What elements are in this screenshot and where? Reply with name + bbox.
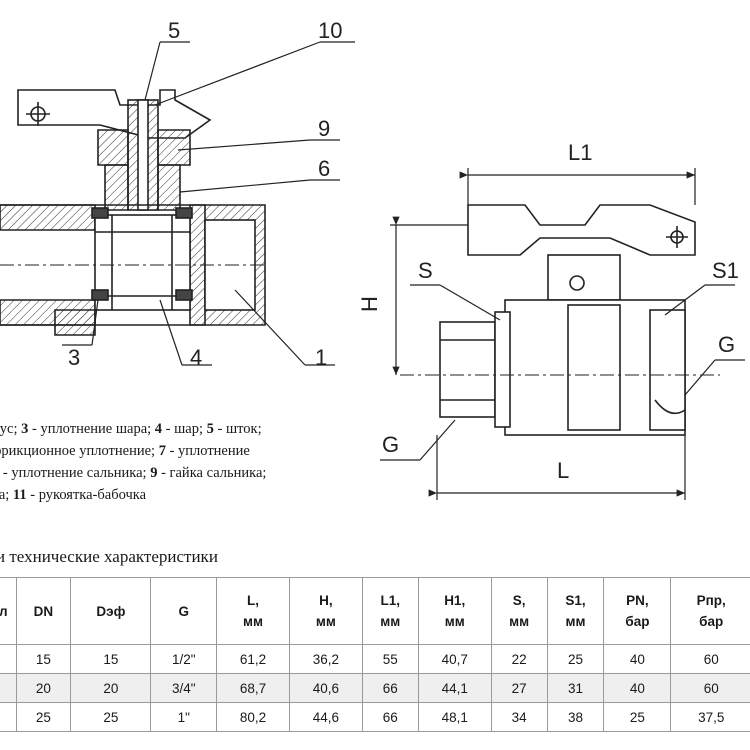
table-header-cell: DN <box>15 577 72 645</box>
table-cell: 27 <box>490 673 548 703</box>
callout-6: 6 <box>318 156 330 181</box>
dim-h: H <box>357 296 382 312</box>
table-cell: 44,1 <box>417 673 492 703</box>
table-cell: 31 <box>546 673 605 703</box>
table-cell: 15 <box>15 644 72 674</box>
table-header-cell: H1,мм <box>417 577 492 645</box>
dim-g-left: G <box>382 432 399 457</box>
table-cell: 40 <box>603 644 672 674</box>
table-cell: 37,5 <box>670 702 750 732</box>
table-cell: 34 <box>490 702 548 732</box>
table-cell: 3/4" <box>150 673 218 703</box>
table-caption: и технические характеристики <box>0 547 218 566</box>
table-cell: 61,2 <box>216 644 290 674</box>
callout-3: 3 <box>68 345 80 370</box>
table-cell: 66 <box>361 673 419 703</box>
table-cell: 25 <box>546 644 605 674</box>
table-cell: 20 <box>15 673 72 703</box>
table-cell: 15 <box>70 644 152 674</box>
table-cell <box>0 644 17 674</box>
legend-line-2: фрикционное уплотнение; 7 - уплотнение <box>0 443 250 459</box>
table-header-cell: Pпр,бар <box>670 577 750 645</box>
table-cell: 40,6 <box>288 673 363 703</box>
ball <box>94 214 191 311</box>
table-cell: 44,6 <box>288 702 363 732</box>
table-cell: 25 <box>15 702 72 732</box>
callout-5: 5 <box>168 18 180 43</box>
table-cell: 40,7 <box>417 644 492 674</box>
table-cell: 66 <box>361 702 419 732</box>
table-cell: 25 <box>603 702 672 732</box>
table-header-cell: PN,бар <box>603 577 672 645</box>
table-cell <box>0 702 17 732</box>
external-view <box>439 204 696 436</box>
callout-9: 9 <box>318 116 330 141</box>
callout-10: 10 <box>318 18 342 43</box>
table-cell: 68,7 <box>216 673 290 703</box>
dim-l: L <box>557 458 569 483</box>
legend-line-4: ка; 11 - рукоятка-бабочка <box>0 487 147 503</box>
dim-s: S <box>418 258 433 283</box>
callout-1: 1 <box>315 345 327 370</box>
callout-leaders-left <box>62 41 355 366</box>
table-header-cell: S,мм <box>490 577 548 645</box>
table-header-cell: L,мм <box>216 577 290 645</box>
legend-line-1: пус; 3 - уплотнение шара; 4 - шар; 5 - ш… <box>0 421 262 437</box>
dim-g-right: G <box>718 332 735 357</box>
table-cell: 1/2" <box>150 644 218 674</box>
table-header-cell: L1,мм <box>361 577 419 645</box>
table-cell: 60 <box>670 644 750 674</box>
table-cell: 20 <box>70 673 152 703</box>
parts-legend: пус; 3 - уплотнение шара; 4 - шар; 5 - ш… <box>0 418 360 506</box>
table-header-cell: л <box>0 577 17 645</box>
table-cell: 48,1 <box>417 702 492 732</box>
table-cell: 1" <box>150 702 218 732</box>
table-cell: 25 <box>70 702 152 732</box>
table-cell: 60 <box>670 673 750 703</box>
dim-l1: L1 <box>568 140 592 165</box>
table-cell: 38 <box>546 702 605 732</box>
table-header-cell: G <box>150 577 218 645</box>
technical-drawing: 5 10 9 6 3 4 1 <box>0 18 745 500</box>
table-cell <box>0 673 17 703</box>
table-cell: 55 <box>361 644 419 674</box>
table-cell: 80,2 <box>216 702 290 732</box>
table-header-cell: Dэф <box>70 577 152 645</box>
table-cell: 40 <box>603 673 672 703</box>
dim-s1: S1 <box>712 258 739 283</box>
table-cell: 22 <box>490 644 548 674</box>
dimension-lines <box>380 168 745 500</box>
callout-4: 4 <box>190 345 202 370</box>
section-view <box>0 89 266 336</box>
table-cell: 36,2 <box>288 644 363 674</box>
table-header-cell: H,мм <box>288 577 363 645</box>
table-header-cell: S1,мм <box>546 577 605 645</box>
legend-line-3: 3 - уплотнение сальника; 9 - гайка сальн… <box>0 465 267 481</box>
